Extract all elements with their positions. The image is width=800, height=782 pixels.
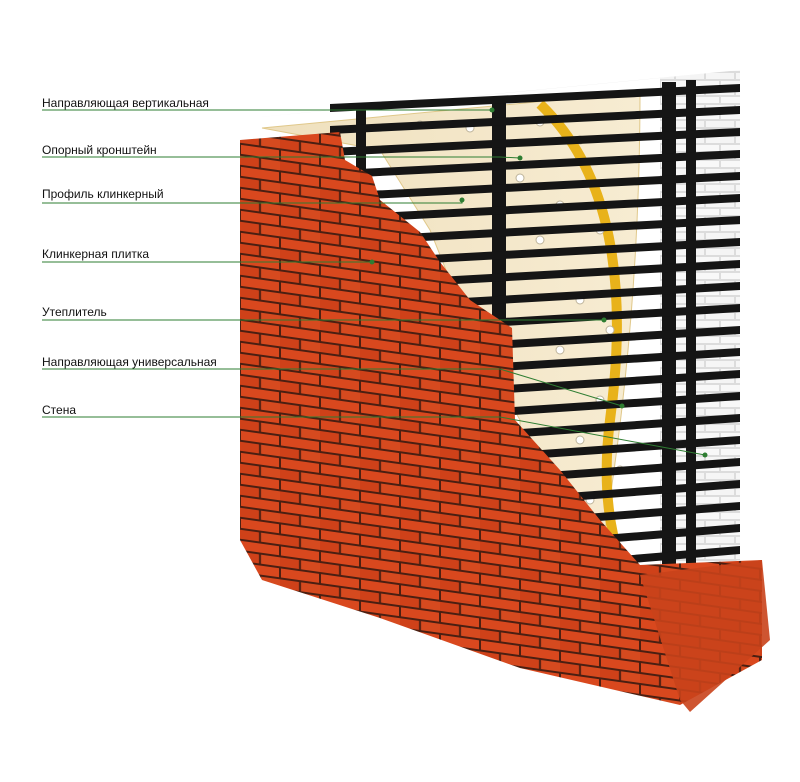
brick-return-side <box>640 560 770 712</box>
rail-bar <box>348 172 740 200</box>
rail-bar <box>330 106 740 134</box>
leader-dot <box>489 107 495 113</box>
leader-lines <box>42 109 706 456</box>
rail-bar <box>375 238 740 266</box>
label-clinker-profile: Профиль клинкерный <box>42 187 164 201</box>
leader-dot <box>601 317 607 323</box>
rail-bar <box>330 84 740 112</box>
label-clinker-tile: Клинкерная плитка <box>42 247 150 261</box>
clinker-brick-cladding <box>240 132 762 705</box>
label-universal-guide: Направляющая универсальная <box>42 355 217 369</box>
rail-bar <box>357 194 740 222</box>
leader-line <box>42 416 706 456</box>
label-wall: Стена <box>42 403 77 417</box>
dowel <box>605 325 615 335</box>
label-support-bracket: Опорный кронштейн <box>42 143 157 157</box>
dowel <box>555 345 565 355</box>
rail-bar <box>330 128 740 156</box>
leader-line <box>42 368 623 407</box>
dowel <box>575 435 585 445</box>
rail-bar <box>393 282 740 310</box>
leader-line <box>42 156 521 159</box>
rail-bar <box>366 216 740 244</box>
rail-bar <box>339 150 740 178</box>
leader-dot <box>459 197 465 203</box>
dowel <box>535 235 545 245</box>
leader-dot <box>702 452 708 458</box>
rail-bar <box>384 260 740 288</box>
leader-dot <box>517 155 523 161</box>
leader-dots <box>369 107 708 458</box>
label-insulation: Утеплитель <box>42 305 107 319</box>
leader-dot <box>619 403 625 409</box>
dowel <box>515 173 525 183</box>
leader-dot <box>369 259 375 265</box>
label-vertical-guide: Направляющая вертикальная <box>42 96 209 110</box>
